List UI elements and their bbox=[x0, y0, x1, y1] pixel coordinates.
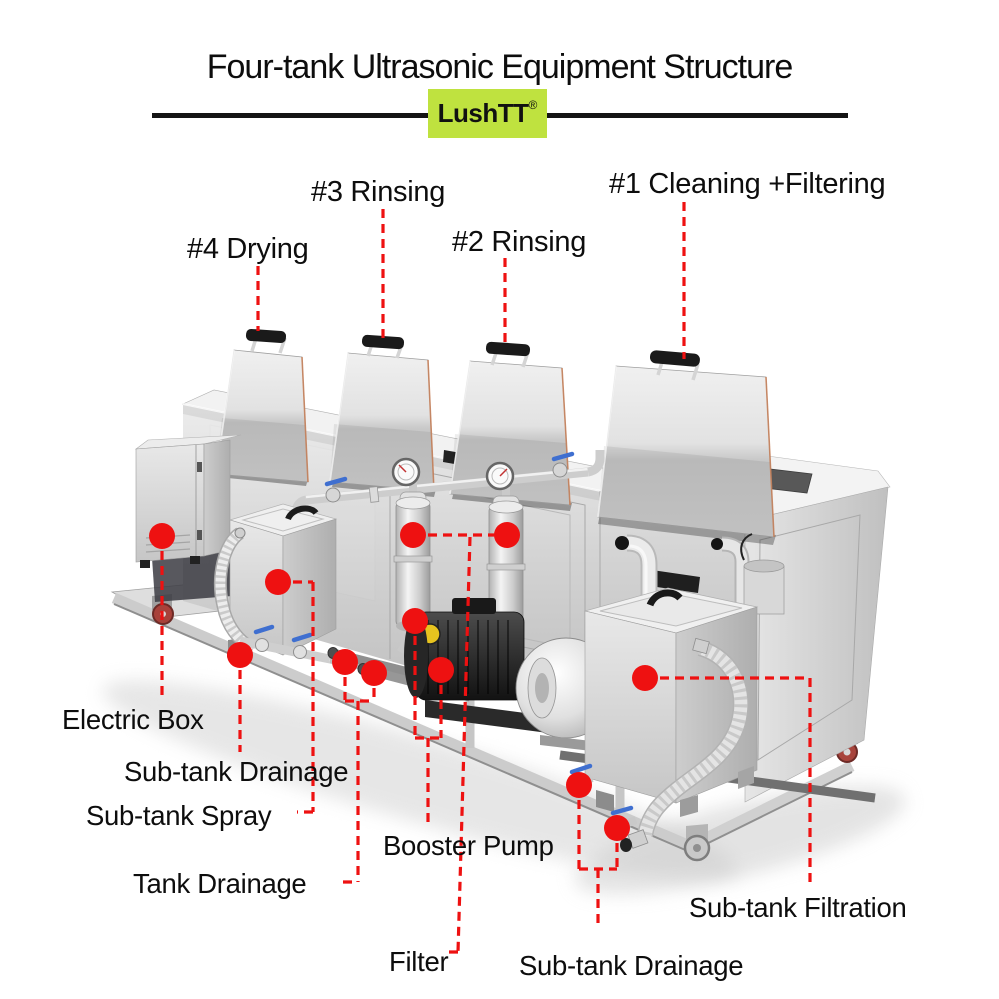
subtank-handle bbox=[285, 505, 319, 521]
dot-subtank-drainage-bottom-b bbox=[604, 815, 630, 841]
drain-elbow-pipe-center bbox=[615, 534, 658, 700]
label-tank3-rinsing: #3 Rinsing bbox=[311, 176, 446, 208]
subtank-handle bbox=[646, 589, 683, 607]
dot-subtank-drainage-left bbox=[227, 642, 253, 668]
caster-wheel-front-right bbox=[683, 824, 711, 862]
brand-logo: LushTT® bbox=[428, 89, 547, 138]
dot-subtank-filtration bbox=[632, 665, 658, 691]
registered-mark: ® bbox=[528, 97, 538, 112]
drain-valve bbox=[255, 638, 269, 652]
lid-handle-grip bbox=[485, 341, 531, 357]
valve-handle bbox=[610, 805, 634, 816]
label-tank4-drying: #4 Drying bbox=[187, 233, 309, 265]
valve-handle bbox=[551, 451, 575, 462]
floor-shadow bbox=[102, 680, 906, 894]
label-tank1-cleaning: #1 Cleaning +Filtering bbox=[609, 168, 886, 200]
dot-tank-drainage-a bbox=[332, 649, 358, 675]
lid-handle-grip bbox=[649, 350, 700, 367]
dot-tank-drainage-b bbox=[361, 660, 387, 686]
dot-subtank-spray bbox=[265, 569, 291, 595]
dot-filter-a bbox=[400, 522, 426, 548]
label-subtank-drainage-bottom: Sub-tank Drainage bbox=[519, 950, 744, 981]
valve-handle bbox=[569, 763, 593, 775]
label-booster-pump: Booster Pump bbox=[383, 830, 554, 861]
tank-lid-1 bbox=[597, 350, 775, 538]
filtration-hose bbox=[620, 637, 749, 852]
dot-subtank-drainage-bottom-a bbox=[566, 772, 592, 798]
leader-tank-drainage bbox=[337, 662, 376, 884]
lid-handle-grip bbox=[245, 328, 287, 344]
leader-subtank-filtration bbox=[645, 676, 812, 888]
panel-handle-right bbox=[650, 570, 700, 593]
pipe-valve bbox=[552, 462, 568, 478]
leader-booster-pump bbox=[413, 621, 443, 822]
dot-electric-box bbox=[149, 523, 175, 549]
lid-handle-grip bbox=[361, 334, 405, 350]
filtration-subtank bbox=[566, 587, 759, 852]
brand-logo-text: LushTT bbox=[437, 98, 529, 128]
valve-handle bbox=[324, 476, 348, 487]
label-subtank-filtration: Sub-tank Filtration bbox=[689, 892, 907, 923]
leader-subtank-drainage-bottom bbox=[577, 785, 619, 924]
drain-elbow-pipe-right bbox=[711, 536, 750, 625]
label-tank-drainage: Tank Drainage bbox=[133, 868, 307, 899]
dot-booster-pump-b bbox=[428, 657, 454, 683]
spray-subtank bbox=[214, 503, 338, 656]
label-subtank-spray: Sub-tank Spray bbox=[86, 800, 272, 831]
page-title: Four-tank Ultrasonic Equipment Structure bbox=[206, 48, 793, 86]
valve-handle bbox=[291, 632, 313, 643]
callout-overlay bbox=[160, 202, 812, 954]
spray-hose bbox=[214, 527, 257, 655]
callout-dots bbox=[149, 522, 658, 841]
drain-valve bbox=[293, 645, 307, 659]
valve-handle bbox=[253, 624, 275, 635]
pipe-valve bbox=[325, 487, 341, 503]
label-subtank-drainage-left: Sub-tank Drainage bbox=[124, 756, 349, 787]
leader-filter bbox=[413, 533, 507, 954]
side-canister bbox=[740, 533, 785, 615]
label-tank2-rinsing: #2 Rinsing bbox=[452, 226, 587, 258]
dot-booster-pump-a bbox=[402, 608, 428, 634]
dot-filter-b bbox=[494, 522, 520, 548]
label-electric-box: Electric Box bbox=[62, 704, 204, 735]
label-filter: Filter bbox=[389, 946, 449, 977]
